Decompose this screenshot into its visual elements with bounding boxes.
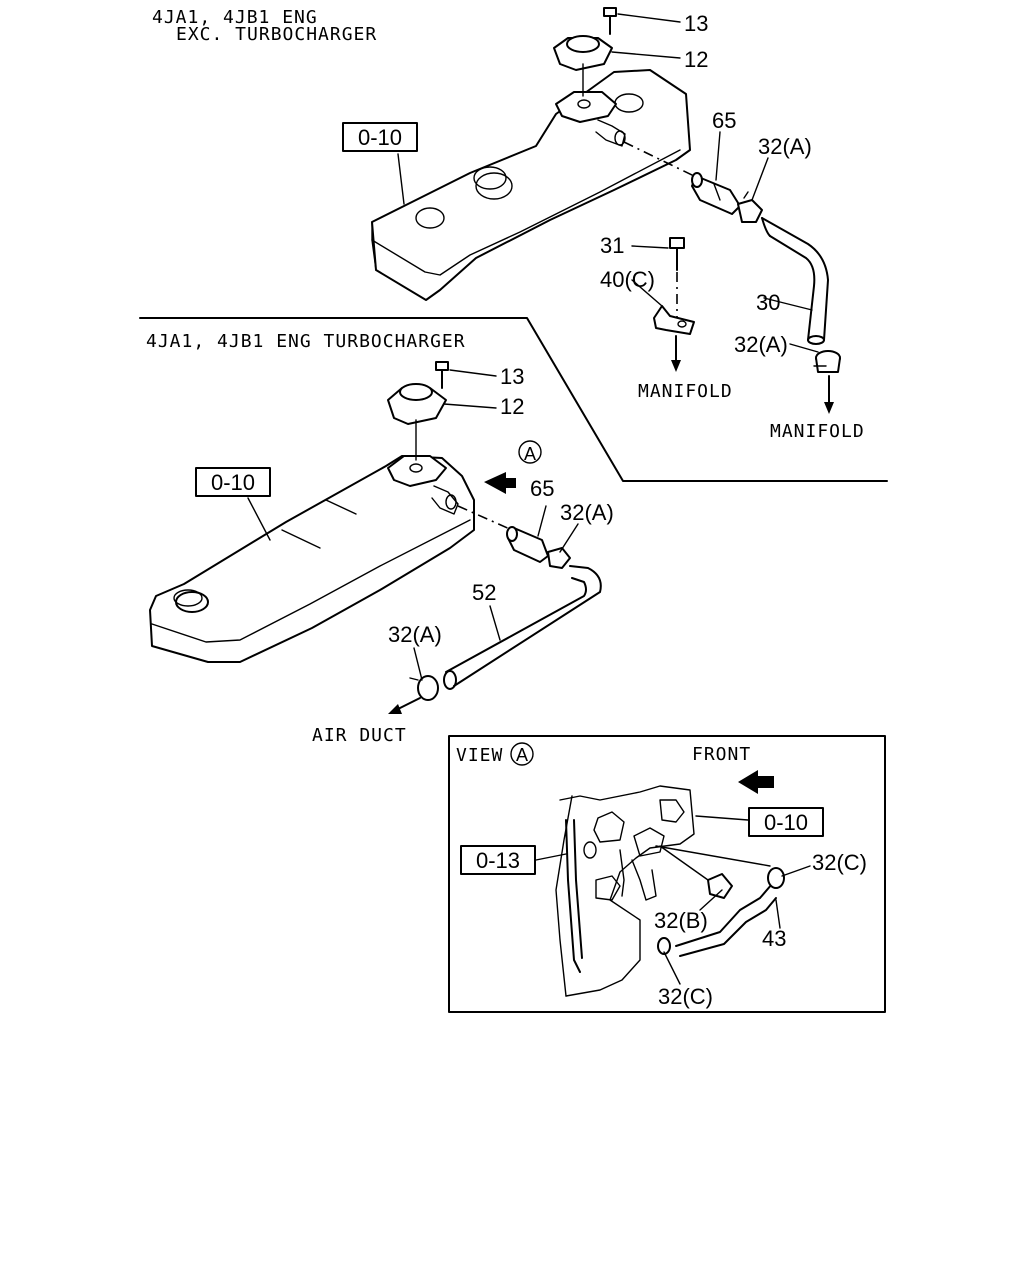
view-a-word: VIEW	[456, 745, 503, 766]
head-cover-turbo	[149, 455, 475, 663]
ref-010-turbo: 0-10	[211, 470, 255, 495]
arrow-to-manifold-right	[824, 375, 834, 414]
ref-box-010-turbo	[195, 467, 271, 497]
title-exc-turbo-line2: EXC. TURBOCHARGER	[176, 24, 377, 45]
dest-manifold-right: MANIFOLD	[770, 421, 865, 442]
ref-013-view: 0-13	[476, 848, 520, 873]
breather-cap-top	[553, 35, 617, 123]
view-a-letter: A	[516, 745, 528, 765]
part-13-turbo: 13	[500, 364, 524, 389]
part-65-turbo: 65	[530, 476, 554, 501]
arrow-to-manifold-left	[671, 335, 681, 372]
view-a-circle	[510, 742, 534, 766]
title-turbo: 4JA1, 4JB1 ENG TURBOCHARGER	[146, 331, 466, 352]
clamp-32a-turbo-lower	[409, 675, 439, 701]
leader-lines	[247, 13, 819, 985]
part-32c-view-upper: 32(C)	[812, 850, 867, 875]
title-exc-turbo-line1: 4JA1, 4JB1 ENG	[152, 7, 318, 28]
part-30: 30	[756, 290, 780, 315]
part-43-view: 43	[762, 926, 786, 951]
ref-box-010-top	[342, 122, 418, 152]
bracket-40c	[653, 305, 695, 335]
part-32c-view-lower: 32(C)	[658, 984, 713, 1009]
part-32a-airduct: 32(A)	[388, 622, 442, 647]
engine-block-view	[555, 785, 695, 997]
part-31: 31	[600, 233, 624, 258]
head-cover-top	[371, 69, 691, 301]
arrow-to-air-duct	[388, 697, 421, 714]
part-12-turbo: 12	[500, 394, 524, 419]
clamp-32a-turbo-upper	[547, 547, 571, 569]
part-32a-turbo: 32(A)	[560, 500, 614, 525]
part-32a-top: 32(A)	[758, 134, 812, 159]
part-13-top: 13	[684, 11, 708, 36]
clamp-32c-view-lower	[657, 937, 671, 955]
ref-box-010-view	[748, 807, 824, 837]
clamp-32a-lower	[813, 350, 841, 373]
section-divider	[139, 317, 888, 482]
part-40c: 40(C)	[600, 267, 655, 292]
ref-010-view: 0-10	[764, 810, 808, 835]
connector-65-turbo	[506, 526, 549, 563]
part-65-top: 65	[712, 108, 736, 133]
arrow-view-a	[484, 472, 516, 494]
marker-a-letter: A	[524, 444, 536, 464]
hose-43	[675, 867, 785, 957]
ref-box-013-view	[460, 845, 536, 875]
part-52: 52	[472, 580, 496, 605]
hose-52	[443, 565, 602, 690]
bolt-31	[669, 237, 685, 271]
view-a-frame	[448, 735, 886, 1013]
marker-a-circle	[518, 440, 542, 464]
ref-010-top: 0-10	[358, 125, 402, 150]
part-12-top: 12	[684, 47, 708, 72]
part-32a-right: 32(A)	[734, 332, 788, 357]
hose-30	[761, 217, 829, 345]
screw-13-turbo	[435, 361, 449, 389]
connector-65-top	[691, 172, 741, 215]
part-32b-view: 32(B)	[654, 908, 708, 933]
clamp-32a-top	[737, 191, 763, 223]
dest-manifold-left: MANIFOLD	[638, 381, 733, 402]
breather-cap-turbo	[387, 383, 447, 487]
dest-air-duct: AIR DUCT	[312, 725, 407, 746]
front-label: FRONT	[692, 744, 751, 765]
screw-13-top	[603, 7, 617, 35]
front-arrow	[738, 770, 774, 794]
